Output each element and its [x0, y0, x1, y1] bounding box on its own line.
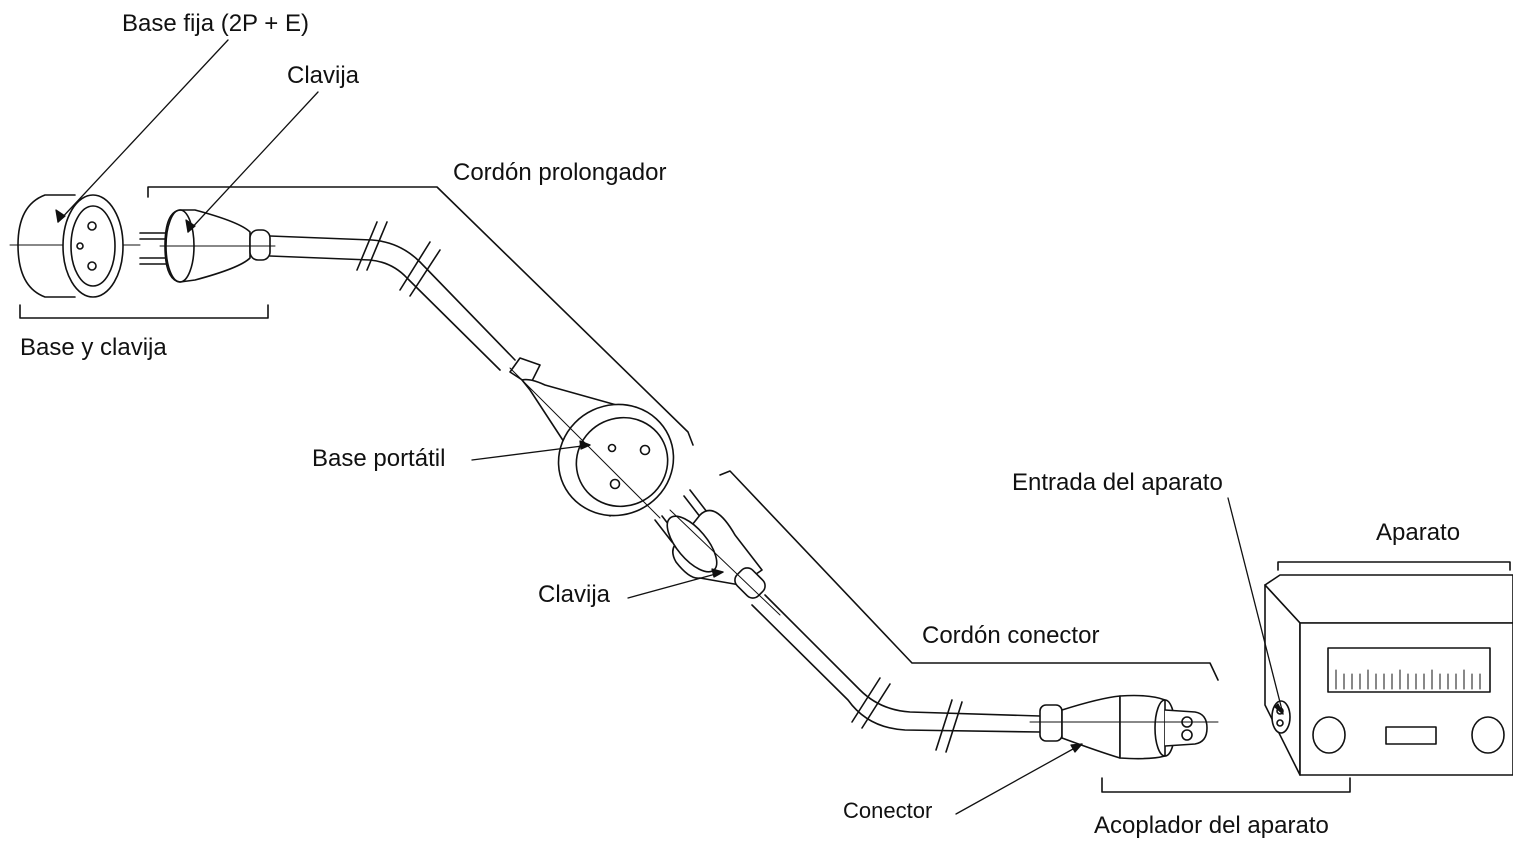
- label-conector: Conector: [843, 798, 933, 823]
- label-acoplador-del-aparato: Acoplador del aparato: [1094, 812, 1329, 839]
- portable-socket: [510, 358, 692, 534]
- label-base-fija: Base fija (2P + E): [122, 10, 309, 37]
- label-aparato: Aparato: [1376, 519, 1461, 546]
- label-clavija-mid: Clavija: [538, 581, 611, 608]
- extension-cable: [270, 222, 515, 370]
- middle-plug: [655, 490, 780, 615]
- fixed-socket: [10, 195, 140, 297]
- label-clavija-top: Clavija: [287, 62, 360, 89]
- label-cordon-conector: Cordón conector: [922, 622, 1100, 649]
- bracket-acoplador: [1102, 778, 1350, 792]
- label-base-portatil: Base portátil: [312, 445, 446, 472]
- top-plug: [140, 210, 275, 282]
- appliance-connector: [1030, 696, 1218, 759]
- label-entrada-del-aparato: Entrada del aparato: [1012, 469, 1223, 496]
- label-cordon-prolongador: Cordón prolongador: [453, 159, 667, 186]
- connector-cable: [752, 595, 1040, 752]
- bracket-cordon-prolongador: [148, 187, 693, 445]
- appliance: [1265, 562, 1513, 775]
- bracket-base-y-clavija: [20, 305, 268, 318]
- bracket-cordon-conector: [720, 471, 1218, 680]
- label-base-y-clavija: Base y clavija: [20, 334, 167, 361]
- leader-lines: [56, 40, 1283, 814]
